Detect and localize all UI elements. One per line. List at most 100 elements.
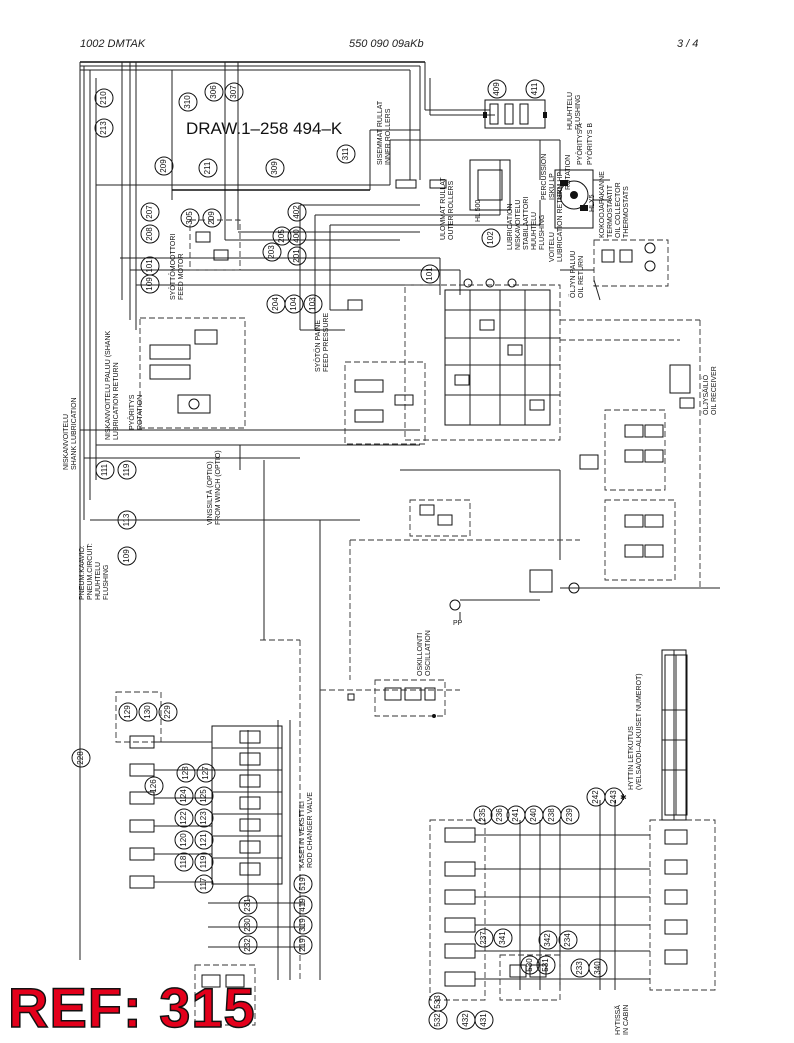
cabin-hoses	[429, 649, 716, 1001]
callout-306: 306	[204, 82, 224, 102]
svg-text:123: 123	[199, 811, 208, 825]
svg-text:207: 207	[145, 205, 154, 219]
callout-402: 402	[287, 202, 307, 222]
svg-text:120: 120	[179, 833, 188, 847]
svg-text:204: 204	[271, 297, 280, 311]
svg-text:241: 241	[511, 808, 520, 822]
label-oljyn-paluu: ÖLJYN PALUU	[569, 251, 577, 298]
bottom-mid-callouts: 219 319 419 519	[293, 874, 313, 955]
svg-text:342: 342	[543, 933, 552, 947]
svg-text:201: 201	[292, 249, 301, 263]
callout-210: 210	[94, 88, 114, 108]
callout-111: 111	[95, 460, 115, 480]
callout-400: 400	[287, 226, 307, 246]
bottom-left-callouts: 228 129 130 128 127 126 125 124 123 122 …	[71, 702, 258, 955]
svg-text:130: 130	[143, 705, 152, 719]
svg-text:102: 102	[486, 231, 495, 245]
callout-234: 234	[558, 930, 578, 950]
label-huuhtelu-c: HUUHTELU	[95, 562, 102, 600]
label-hl500: HL 500	[475, 200, 482, 222]
label-niskanvoitelu: NISKANVOITELU	[63, 414, 70, 470]
main-valve-block	[300, 278, 561, 445]
label-oil-receiver: OIL RECEIVER	[711, 366, 718, 415]
rock-drill-assembly	[395, 99, 610, 229]
label-shank-lubrication: SHANK LUBRICATION	[71, 397, 78, 470]
svg-text:236: 236	[495, 808, 504, 822]
svg-text:121: 121	[199, 833, 208, 847]
svg-text:239: 239	[565, 808, 574, 822]
revision-table	[664, 654, 688, 816]
callout-233: 233	[570, 958, 590, 978]
callout-342: 236	[490, 805, 510, 825]
right-distribution	[349, 319, 720, 680]
label-vinssilta: VINSSILTÄ (OPTIO)	[206, 461, 214, 525]
callout-236: 341	[493, 928, 513, 948]
label-feed-pressure: FEED PRESSURE	[323, 313, 330, 372]
svg-text:109: 109	[145, 277, 154, 291]
label-pp: PP	[453, 620, 463, 627]
asterisk-mark: ✱	[620, 793, 627, 802]
callout-231: 231	[238, 895, 258, 915]
label-percussion: PERCUSSION	[541, 154, 548, 200]
svg-text:533: 533	[433, 995, 442, 1009]
callout-240: 240	[524, 805, 544, 825]
svg-text:340: 340	[593, 961, 602, 975]
callout-341: 235	[473, 805, 493, 825]
svg-text:240: 240	[529, 808, 538, 822]
svg-text:311: 311	[341, 147, 350, 160]
callout-309: 309	[265, 158, 285, 178]
svg-text:118: 118	[179, 855, 188, 868]
svg-text:234: 234	[563, 933, 572, 947]
bottom-right-callouts: 235 236 241 240 238 239 242 243 340 233 …	[428, 787, 624, 1030]
callout-431: 431	[474, 1010, 494, 1030]
svg-text:208: 208	[145, 227, 154, 241]
rod-changer-valve	[115, 691, 283, 1026]
svg-text:319: 319	[298, 918, 307, 932]
svg-text:129: 129	[123, 705, 132, 719]
label-ulommat-rullat: ULOMMAT RULLAT	[440, 177, 447, 240]
callout-519: 519	[293, 874, 313, 894]
callout-419: 419	[293, 895, 313, 915]
lower-piping	[208, 460, 460, 980]
svg-text:230: 230	[243, 918, 252, 932]
svg-text:402: 402	[292, 205, 301, 219]
callout-238: 239	[560, 805, 580, 825]
label-kokooja: KOKOOJAPAKANNE	[599, 171, 606, 238]
callout-241: 242	[586, 787, 606, 807]
svg-text:341: 341	[498, 931, 507, 945]
callout-230: 230	[238, 915, 258, 935]
svg-text:111: 111	[100, 463, 109, 476]
svg-text:103: 103	[308, 297, 317, 311]
svg-text:219: 219	[298, 938, 307, 952]
callout-229: 229	[158, 702, 178, 722]
callout-243: 340	[588, 958, 608, 978]
label-feed-motor: FEED MOTOR	[178, 253, 185, 300]
callout-533: 533	[428, 992, 448, 1012]
svg-text:411: 411	[530, 82, 539, 95]
label-in-cabin: IN CABIN	[623, 1005, 630, 1035]
svg-text:228: 228	[76, 751, 85, 765]
label-lubrication-return: LUBRICATION RETURN	[557, 184, 564, 262]
label-niskavoitelu: NISKAVOITELU	[515, 200, 522, 250]
rotated-labels: SISEMMAT RULLAT INNER ROLLERS HUUHTELU F…	[63, 92, 718, 1035]
callout-123: 123	[194, 808, 214, 828]
callout-124: 124	[174, 786, 194, 806]
callout-409: 409	[487, 79, 507, 99]
svg-text:210: 210	[99, 91, 108, 105]
label-flushing-c: FLUSHING	[103, 565, 110, 600]
callout-319: 319	[293, 915, 313, 935]
label-huuhtelu-a: HUUHTELU	[567, 92, 574, 130]
svg-text:409: 409	[492, 82, 501, 96]
top-callouts: 210 213 310 306 307 209 207 208 211 309 …	[94, 79, 545, 566]
svg-text:419: 419	[298, 898, 307, 912]
callout-530: 530	[520, 955, 540, 975]
svg-text:310: 310	[183, 95, 192, 109]
callout-204: 204	[266, 294, 286, 314]
callout-125: 125	[194, 786, 214, 806]
label-sisemmat-rullat: SISEMMAT RULLAT	[377, 100, 384, 165]
callout-232: 232	[238, 935, 258, 955]
callout-203: 203	[262, 242, 282, 262]
label-hlx5: HLX5	[589, 194, 596, 212]
label-iskulp: ISKU LP	[549, 173, 556, 200]
callout-101b: 101	[420, 264, 440, 284]
